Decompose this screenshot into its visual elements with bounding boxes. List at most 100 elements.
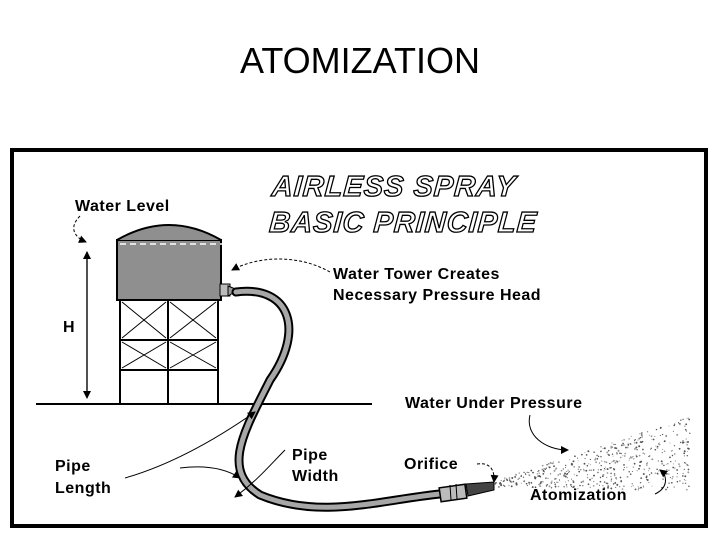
spray-droplet — [651, 485, 653, 487]
spray-droplet — [623, 455, 626, 457]
spray-droplet — [528, 483, 531, 485]
spray-droplet — [622, 455, 624, 457]
spray-droplet — [626, 466, 628, 468]
spray-droplet — [645, 476, 648, 479]
spray-droplet — [542, 480, 544, 483]
spray-droplet — [650, 435, 653, 438]
spray-droplet — [581, 453, 583, 456]
spray-droplet — [671, 478, 673, 480]
spray-droplet — [565, 464, 567, 467]
spray-droplet — [621, 439, 623, 442]
spray-droplet — [662, 478, 664, 481]
pipe-width-label-line2: Width — [292, 468, 339, 485]
spray-droplet — [664, 488, 666, 491]
spray-droplet — [512, 480, 515, 483]
spray-droplet — [580, 469, 582, 471]
spray-droplet — [547, 462, 550, 465]
spray-droplet — [585, 469, 588, 472]
tower-leader — [231, 258, 331, 273]
spray-droplet — [545, 485, 547, 487]
spray-droplet — [616, 452, 618, 454]
spray-droplet — [537, 475, 539, 477]
spray-droplet — [586, 464, 589, 467]
spray-droplet — [576, 474, 578, 477]
pipe-length-label-line1: Pipe — [55, 458, 91, 475]
spray-droplet — [656, 472, 658, 474]
spray-droplet — [613, 459, 616, 462]
spray-droplet — [683, 450, 686, 453]
spray-droplet — [577, 488, 579, 490]
spray-droplet — [661, 433, 664, 436]
spray-droplet — [518, 477, 520, 479]
spray-droplet — [611, 453, 614, 455]
spray-droplet — [608, 454, 610, 456]
spray-droplet — [672, 466, 675, 469]
spray-droplet — [528, 481, 530, 484]
spray-droplet — [604, 468, 606, 470]
spray-droplet — [633, 440, 636, 442]
spray-droplet — [573, 474, 575, 476]
spray-droplet — [495, 481, 497, 484]
pipe-width-leader-bottom — [234, 449, 286, 498]
spray-droplet — [526, 485, 528, 487]
spray-droplet — [606, 468, 609, 471]
spray-droplet — [593, 451, 595, 453]
orifice-label: Orifice — [404, 456, 458, 473]
spray-droplet — [500, 484, 503, 487]
spray-droplet — [672, 430, 674, 432]
spray-droplet — [579, 484, 581, 487]
spray-droplet — [674, 467, 676, 469]
spray-droplet — [677, 422, 680, 424]
spray-droplet — [605, 461, 608, 464]
spray-droplet — [648, 434, 650, 436]
spray-droplet — [543, 468, 545, 470]
spray-droplet — [665, 434, 668, 437]
spray-droplet — [628, 438, 630, 440]
spray-droplet — [607, 485, 610, 487]
spray-droplet — [567, 471, 570, 473]
spray-droplet — [634, 448, 636, 450]
spray-droplet — [619, 476, 622, 479]
pipe-width-leader-top — [179, 466, 241, 479]
spray-droplet — [654, 435, 656, 438]
spray-droplet — [531, 486, 534, 489]
spray-droplet — [604, 466, 606, 468]
spray-droplet — [647, 431, 649, 433]
spray-droplet — [594, 458, 597, 461]
spray-droplet — [613, 474, 616, 477]
spray-droplet — [603, 460, 606, 463]
spray-droplet — [554, 483, 556, 486]
spray-droplet — [632, 485, 634, 487]
spray-droplet — [650, 447, 652, 449]
spray-droplet — [558, 479, 561, 481]
spray-droplet — [596, 483, 598, 485]
spray-droplet — [683, 468, 685, 470]
spray-droplet — [597, 455, 600, 458]
spray-droplet — [676, 480, 679, 483]
spray-droplet — [619, 460, 621, 462]
spray-droplet — [607, 486, 609, 489]
spray-droplet — [651, 458, 654, 461]
spray-droplet — [613, 473, 616, 475]
spray-droplet — [611, 442, 613, 444]
spray-droplet — [551, 462, 554, 465]
page-title: ATOMIZATION — [240, 40, 480, 81]
spray-droplet — [627, 443, 629, 445]
spray-droplet — [682, 482, 684, 485]
spray-droplet — [686, 451, 688, 453]
spray-droplet — [563, 475, 565, 477]
spray-droplet — [565, 484, 568, 486]
spray-droplet — [655, 445, 657, 447]
spray-droplet — [547, 477, 549, 479]
spray-droplet — [658, 443, 661, 446]
spray-droplet — [685, 430, 688, 432]
spray-droplet — [638, 487, 640, 489]
spray-droplet — [629, 457, 631, 460]
spray-droplet — [617, 449, 620, 452]
spray-droplet — [572, 481, 575, 483]
spray-droplet — [584, 458, 586, 460]
spray-droplet — [570, 484, 572, 486]
spray-droplet — [603, 481, 606, 483]
spray-droplet — [615, 477, 617, 479]
spray-droplet — [685, 441, 687, 443]
